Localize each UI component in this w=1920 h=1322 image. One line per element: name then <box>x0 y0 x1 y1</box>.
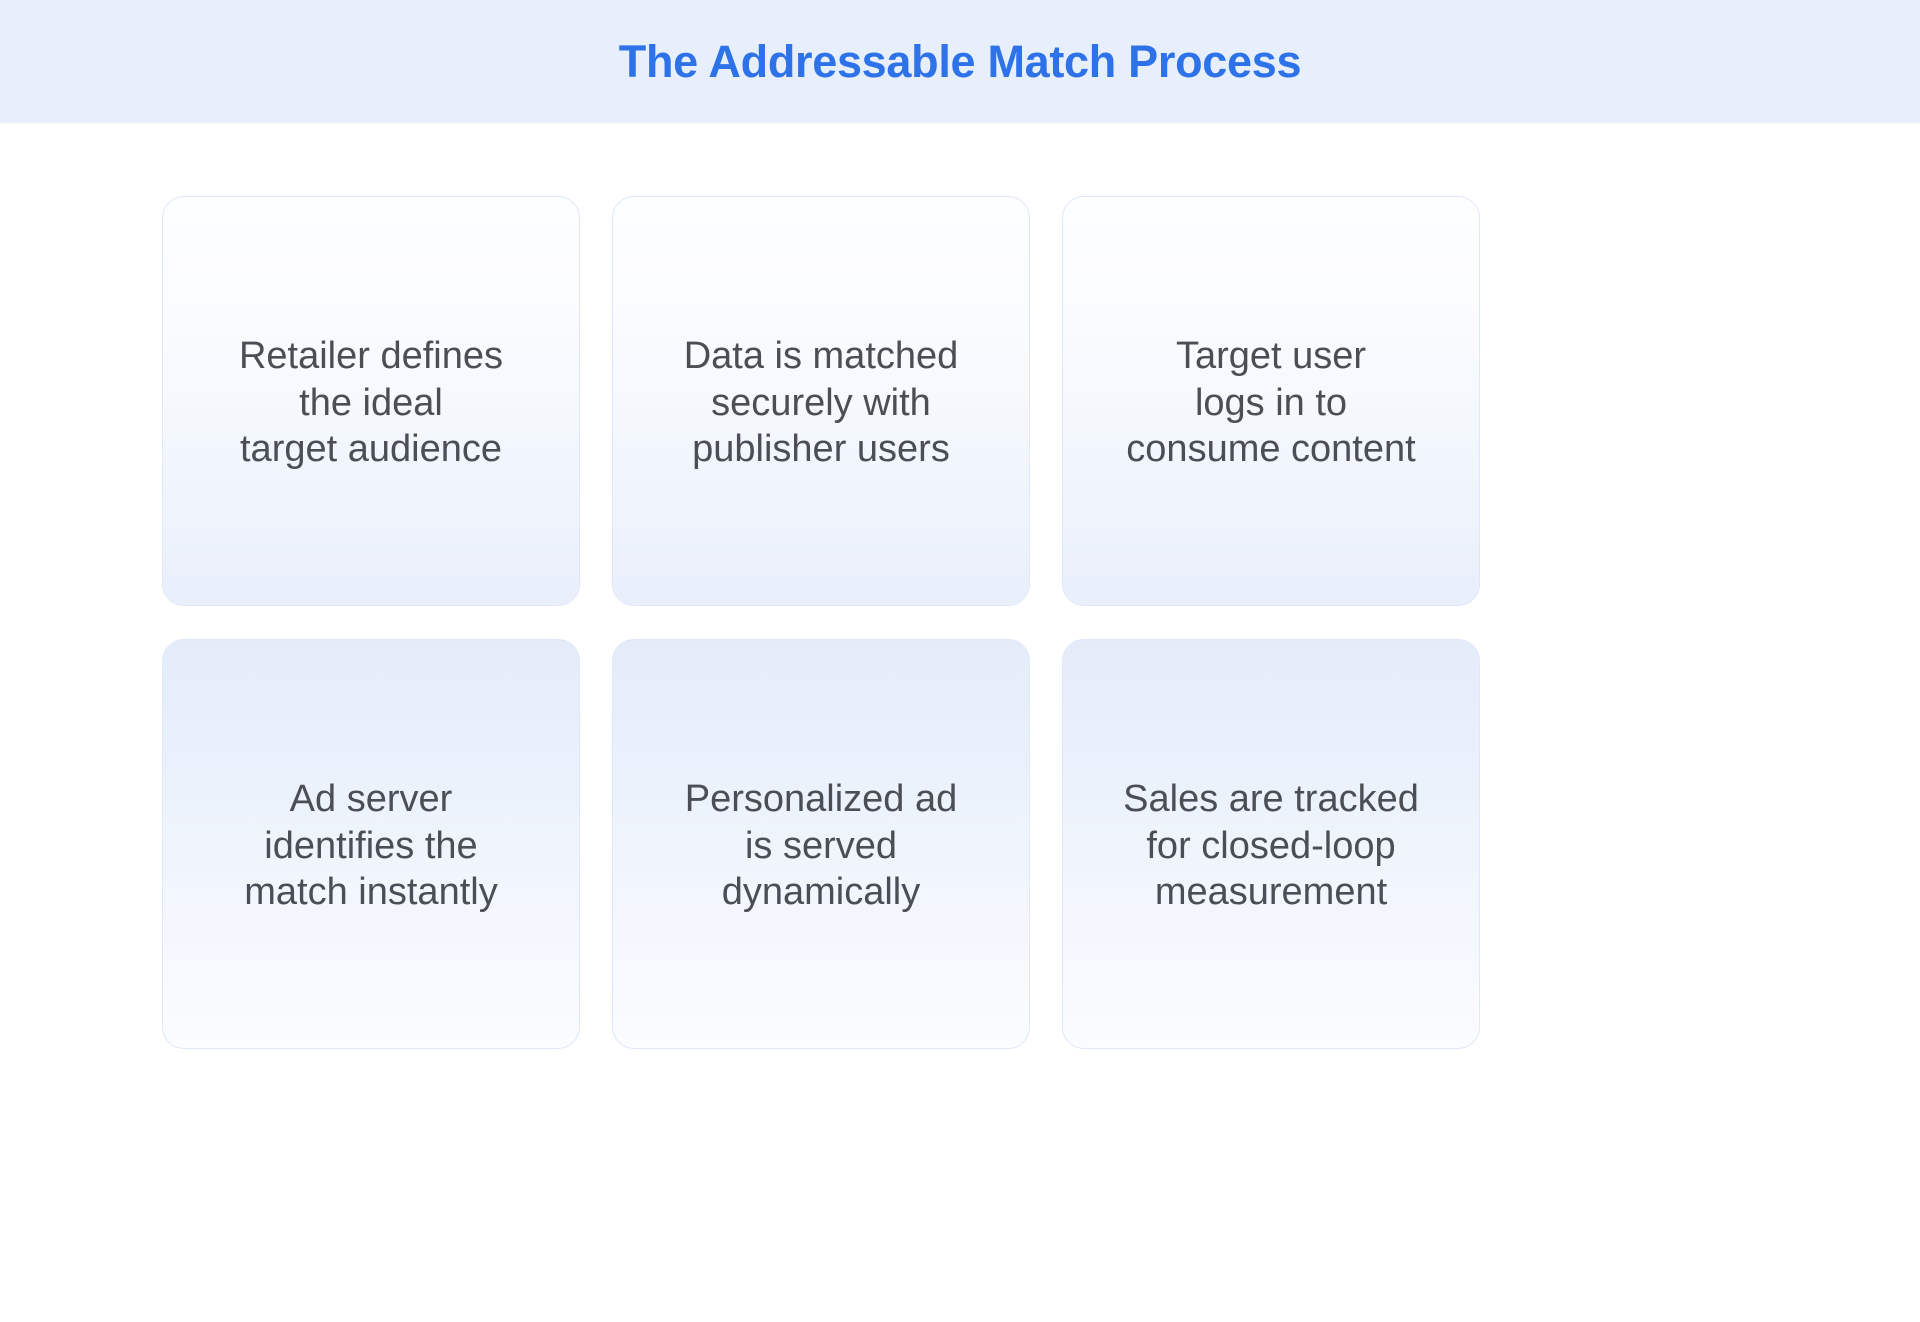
process-step-label-3: Target user logs in to consume content <box>1126 334 1416 471</box>
process-step-grid: Retailer defines the ideal target audien… <box>162 196 1762 1049</box>
process-step-label-1: Retailer defines the ideal target audien… <box>238 334 504 471</box>
process-step-label-4: Ad server identifies the match instantly <box>244 777 498 914</box>
process-step-card-6[interactable]: Sales are tracked for closed-loop measur… <box>1062 639 1480 1049</box>
header-banner: The Addressable Match Process <box>0 0 1920 123</box>
process-step-card-4[interactable]: Ad server identifies the match instantly <box>162 639 580 1049</box>
page-title: The Addressable Match Process <box>618 36 1302 87</box>
process-step-card-3[interactable]: Target user logs in to consume content <box>1062 196 1480 606</box>
process-step-card-1[interactable]: Retailer defines the ideal target audien… <box>162 196 580 606</box>
process-step-label-5: Personalized ad is served dynamically <box>684 777 958 914</box>
process-step-label-6: Sales are tracked for closed-loop measur… <box>1123 777 1419 914</box>
process-step-card-5[interactable]: Personalized ad is served dynamically <box>612 639 1030 1049</box>
process-step-card-2[interactable]: Data is matched securely with publisher … <box>612 196 1030 606</box>
process-step-label-2: Data is matched securely with publisher … <box>683 334 959 471</box>
